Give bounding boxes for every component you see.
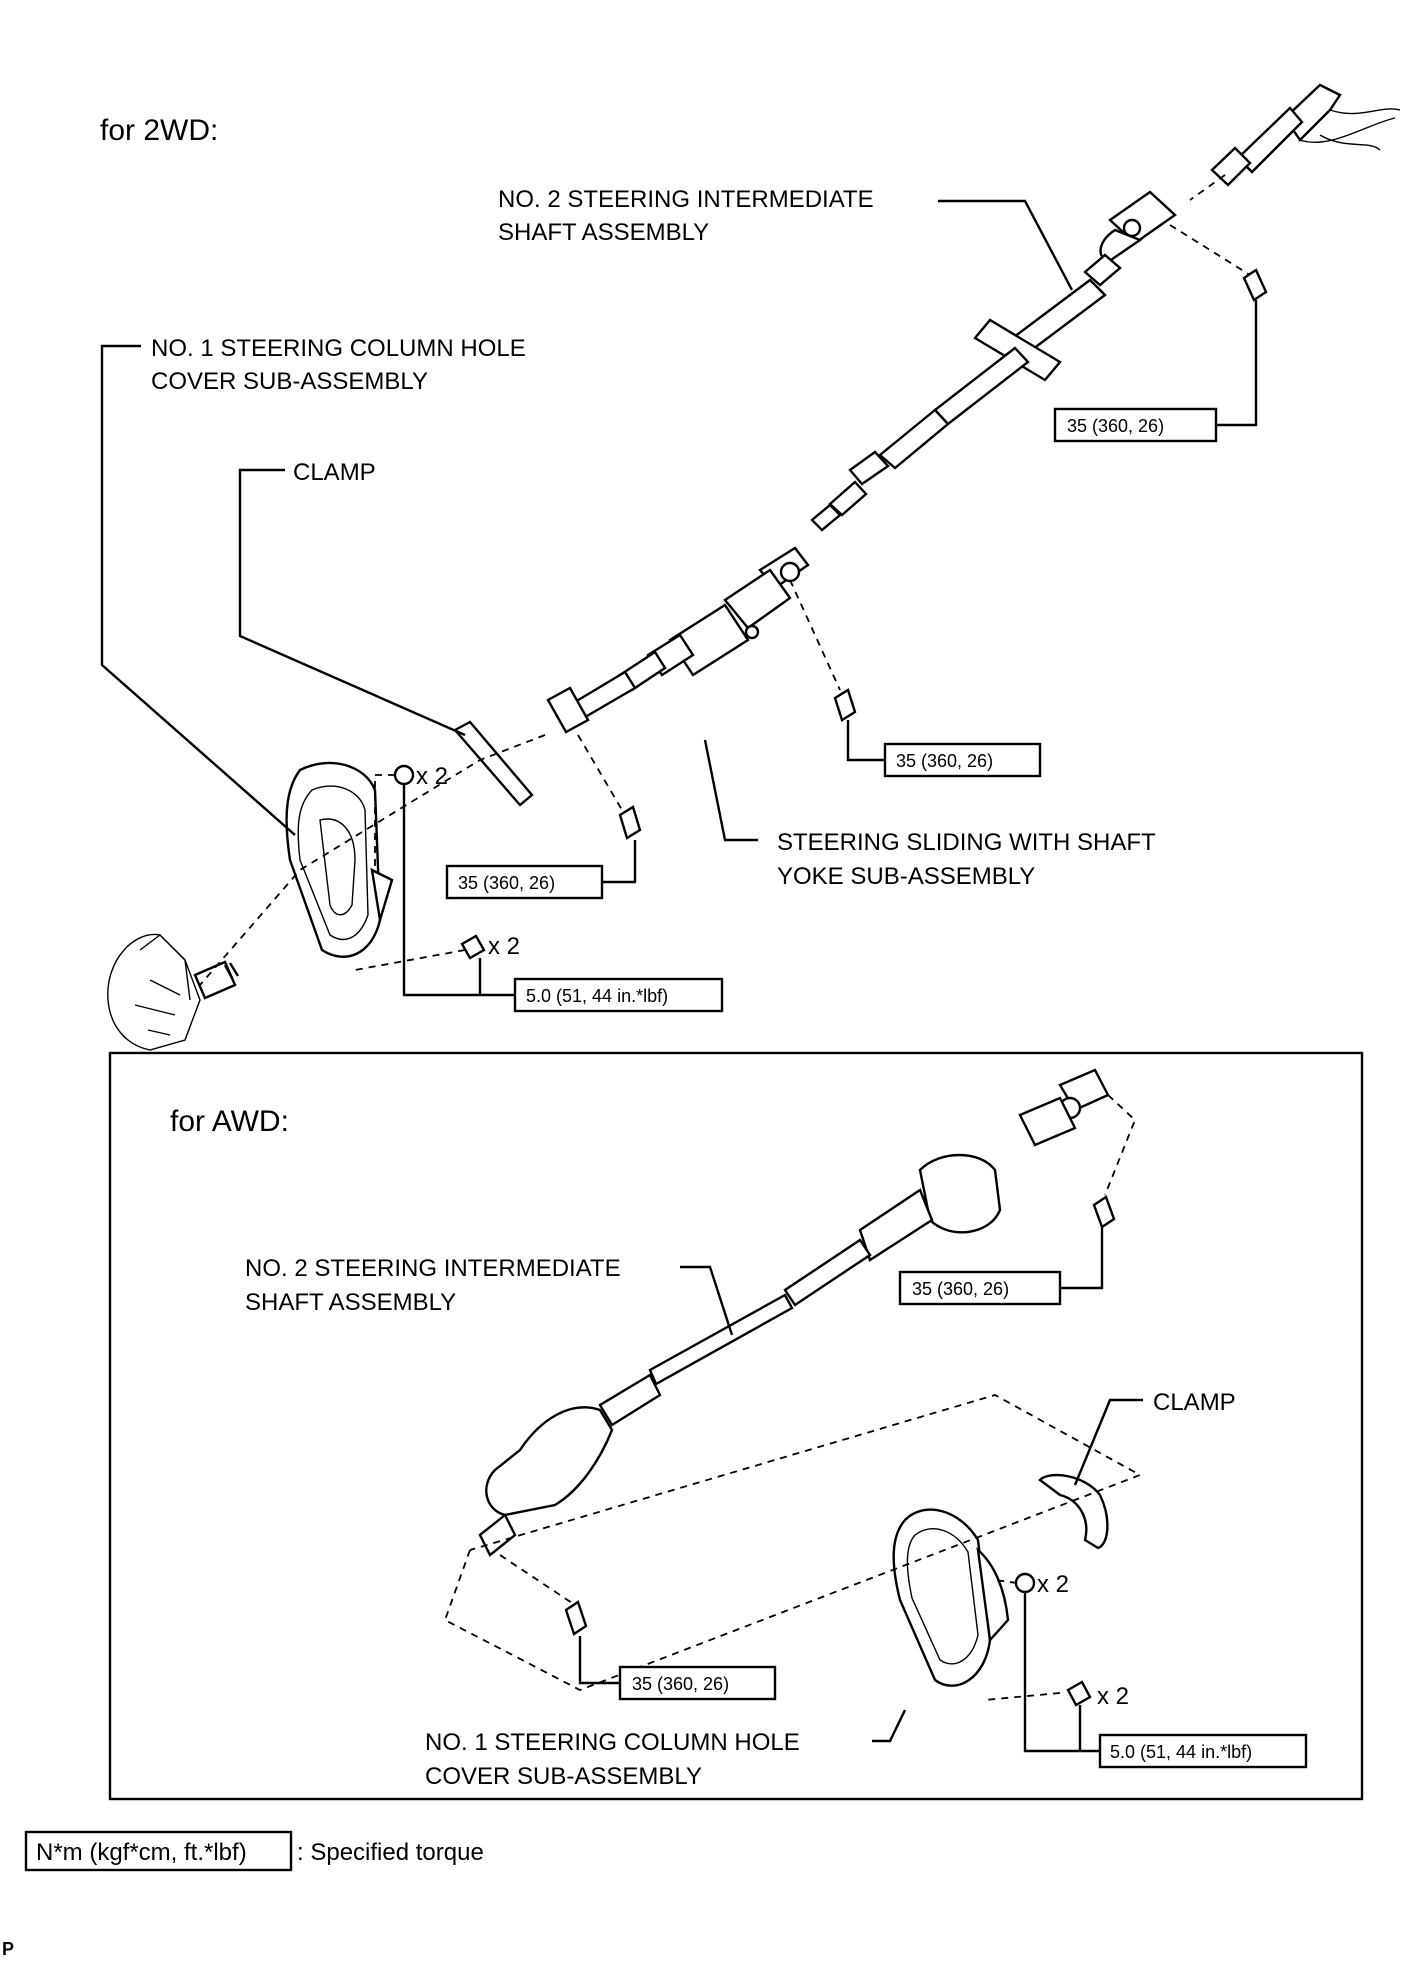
yoke-bolt-mid-2wd	[833, 688, 857, 722]
label-qty-nut-awd: x 2	[1037, 1571, 1069, 1598]
label-clamp-2wd: CLAMP	[293, 459, 376, 486]
torque-box-upper-2wd: 35 (360, 26)	[1053, 407, 1218, 443]
label-hole-cover-2wd-line1: NO. 1 STEERING COLUMN HOLE	[151, 335, 526, 362]
label-intermediate-shaft-2wd-line1: NO. 2 STEERING INTERMEDIATE	[498, 186, 874, 213]
clamp-awd	[1038, 1473, 1109, 1550]
torque-box-lower-awd: 35 (360, 26)	[618, 1665, 777, 1701]
svg-text:35 (360, 26): 35 (360, 26)	[632, 1674, 729, 1694]
torque-box-cover-2wd: 5.0 (51, 44 in.*lbf)	[513, 977, 724, 1013]
cover-bolt-2wd	[460, 934, 486, 960]
hole-cover-awd	[892, 1508, 1010, 1687]
legend-unit-box	[24, 1830, 293, 1872]
clamp-2wd	[453, 720, 534, 807]
label-qty-nut-2wd: x 2	[416, 763, 448, 790]
intermediate-shaft-awd	[478, 1068, 1110, 1557]
cover-nut-2wd	[393, 764, 415, 786]
svg-text:35 (360, 26): 35 (360, 26)	[912, 1279, 1009, 1299]
label-hole-cover-2wd-line2: COVER SUB-ASSEMBLY	[151, 368, 428, 395]
hole-cover-2wd	[285, 761, 394, 958]
yoke-bolt-upper-awd	[1092, 1195, 1116, 1229]
torque-box-mid-2wd: 35 (360, 26)	[883, 742, 1042, 778]
label-sliding-yoke-line1: STEERING SLIDING WITH SHAFT	[777, 829, 1156, 856]
legend-unit-text: N*m (kgf*cm, ft.*lbf)	[36, 1839, 247, 1866]
yoke-bolt-lower-2wd	[618, 805, 642, 840]
svg-text:35 (360, 26): 35 (360, 26)	[896, 751, 993, 771]
torque-legend: N*m (kgf*cm, ft.*lbf) : Specified torque	[24, 1830, 484, 1872]
section-heading-awd: for AWD:	[170, 1105, 289, 1138]
corner-mark: P	[2, 1939, 14, 1959]
steering-column-end	[1210, 83, 1401, 187]
legend-description: : Specified torque	[297, 1839, 484, 1866]
yoke-bolt-upper-2wd	[1242, 268, 1268, 302]
steering-gear-2wd	[107, 933, 240, 1051]
yoke-bolt-lower-awd	[564, 1600, 588, 1636]
svg-text:5.0 (51, 44 in.*lbf): 5.0 (51, 44 in.*lbf)	[526, 986, 668, 1006]
label-intermediate-shaft-2wd-line2: SHAFT ASSEMBLY	[498, 219, 709, 246]
sliding-yoke-2wd	[546, 546, 810, 734]
awd-section-frame	[108, 1051, 1364, 1801]
intermediate-shaft-2wd	[810, 190, 1177, 532]
label-sliding-yoke-line2: YOKE SUB-ASSEMBLY	[777, 863, 1035, 890]
label-hole-cover-awd-line2: COVER SUB-ASSEMBLY	[425, 1763, 702, 1790]
label-qty-bolt-awd: x 2	[1097, 1683, 1129, 1710]
label-hole-cover-awd-line1: NO. 1 STEERING COLUMN HOLE	[425, 1729, 800, 1756]
label-intermediate-shaft-awd-line2: SHAFT ASSEMBLY	[245, 1289, 456, 1316]
svg-text:5.0 (51, 44 in.*lbf): 5.0 (51, 44 in.*lbf)	[1110, 1742, 1252, 1762]
cover-bolt-awd	[1066, 1680, 1092, 1707]
torque-box-upper-awd: 35 (360, 26)	[898, 1270, 1062, 1306]
torque-box-lower-2wd: 35 (360, 26)	[445, 864, 604, 900]
svg-text:35 (360, 26): 35 (360, 26)	[1067, 416, 1164, 436]
cover-nut-awd	[1014, 1572, 1036, 1594]
label-clamp-awd: CLAMP	[1153, 1389, 1236, 1416]
label-intermediate-shaft-awd-line1: NO. 2 STEERING INTERMEDIATE	[245, 1255, 621, 1282]
label-qty-bolt-2wd: x 2	[488, 933, 520, 960]
svg-text:35 (360, 26): 35 (360, 26)	[458, 873, 555, 893]
section-heading-2wd: for 2WD:	[100, 114, 218, 147]
torque-box-cover-awd: 5.0 (51, 44 in.*lbf)	[1098, 1733, 1308, 1769]
